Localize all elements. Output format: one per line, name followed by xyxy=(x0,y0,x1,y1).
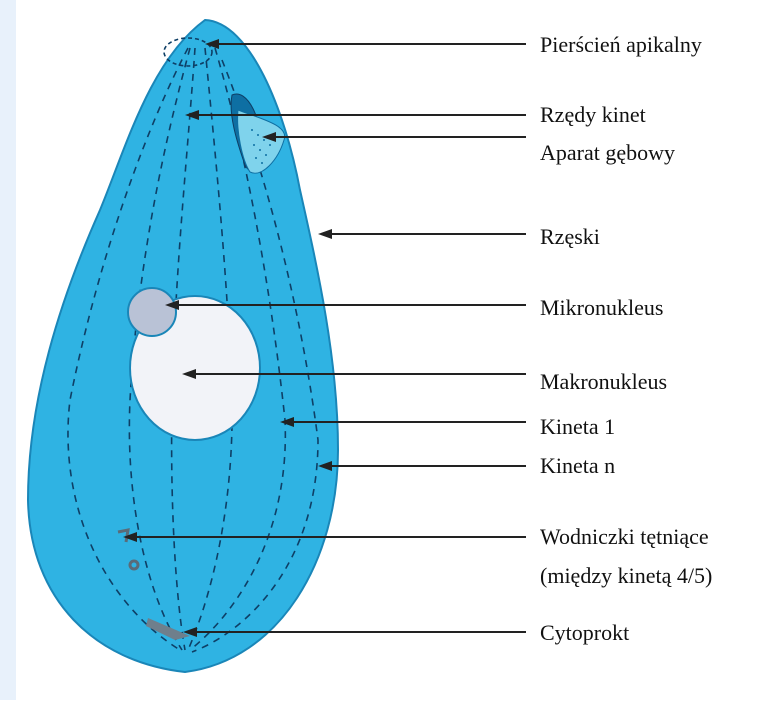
label-cilia: Rzęski xyxy=(540,226,600,248)
label-kineta-1: Kineta 1 xyxy=(540,416,615,438)
label-oral-apparatus: Aparat gębowy xyxy=(540,142,675,164)
micronucleus xyxy=(128,288,176,336)
label-apical-ring: Pierścień apikalny xyxy=(540,34,702,56)
label-cytoproct: Cytoprokt xyxy=(540,622,629,644)
label-contractile-vacuoles-1: Wodniczki tętniące xyxy=(540,526,709,548)
label-micronucleus: Mikronukleus xyxy=(540,297,663,319)
label-contractile-vacuoles-2: (między kinetą 4/5) xyxy=(540,565,712,587)
arrow-cilia-head xyxy=(318,229,332,239)
label-macronucleus: Makronukleus xyxy=(540,371,667,393)
label-kinety-rows: Rzędy kinet xyxy=(540,104,646,126)
label-kineta-n: Kineta n xyxy=(540,455,615,477)
